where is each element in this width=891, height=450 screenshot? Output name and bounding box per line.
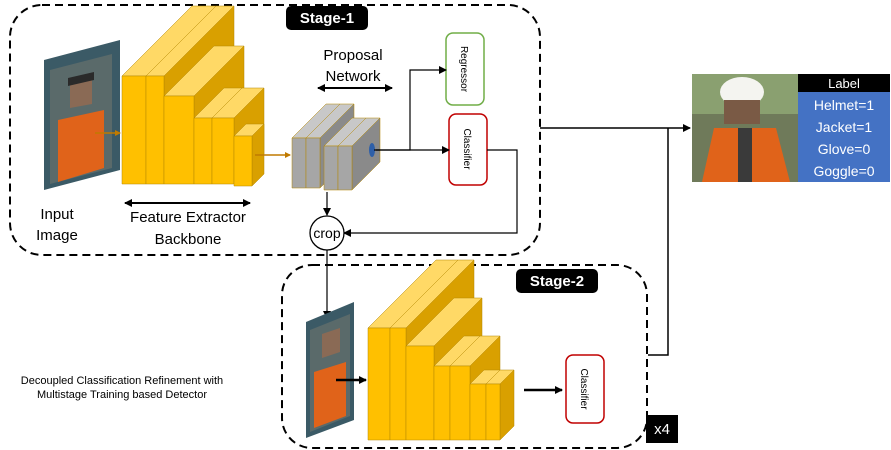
classifier2-box (565, 354, 605, 424)
layer-block-face (193, 117, 213, 185)
classifier2-label: Classifier (578, 368, 589, 410)
proposal-label-line1: Proposal (323, 47, 382, 64)
classifier1-label: Classifier (461, 128, 472, 170)
layer-block-face (233, 135, 253, 187)
layer-block-face (367, 327, 391, 441)
label-header-box (798, 74, 890, 92)
layer-block-face (469, 383, 487, 441)
layer-block-face (337, 145, 353, 191)
input-label-line2: Image (36, 227, 78, 244)
layer-block-face (323, 145, 339, 191)
label-header: Label (828, 76, 860, 91)
label-item: Jacket=1 (816, 119, 873, 135)
layer-block-face (389, 327, 407, 441)
label-item: Helmet=1 (814, 97, 875, 113)
cropped-image (306, 302, 354, 438)
layer-block-face (211, 117, 235, 185)
regressor-label: Regressor (458, 46, 469, 93)
layer-block-face (405, 345, 435, 441)
proposal-output-point (369, 143, 375, 157)
layer-block-face (305, 137, 321, 189)
stage2-title-box (516, 269, 598, 293)
input-image (44, 40, 120, 190)
layer-block-face (145, 75, 165, 185)
backbone-label-line1: Feature Extractor (130, 209, 246, 226)
output-image (692, 74, 798, 182)
layer-block-face (121, 75, 147, 185)
crop-label: crop (313, 225, 340, 241)
input-label-line1: Input (40, 206, 74, 223)
repeat-badge (646, 415, 678, 443)
proposal-label-line2: Network (325, 68, 381, 85)
layer-block-face (485, 383, 501, 441)
backbone-label-line2: Backbone (155, 231, 222, 248)
label-item: Glove=0 (818, 141, 871, 157)
proposal-network-blocks (291, 103, 381, 191)
repeat-label: x4 (654, 421, 670, 438)
layer-block-face (433, 365, 451, 441)
stage2-title: Stage-2 (530, 273, 584, 290)
layer-block-face (291, 137, 307, 189)
layer-block-face (163, 95, 195, 185)
backbone-blocks (121, 5, 265, 187)
caption-line1: Decoupled Classification Refinement with (21, 375, 223, 387)
caption-line2: Multistage Training based Detector (37, 389, 207, 401)
stage1-title-box (286, 6, 368, 30)
label-item: Goggle=0 (813, 163, 874, 179)
label-list-box (798, 92, 890, 182)
layer-block-face (449, 365, 471, 441)
stage1-title: Stage-1 (300, 10, 354, 27)
stage2-backbone-blocks (367, 259, 515, 441)
